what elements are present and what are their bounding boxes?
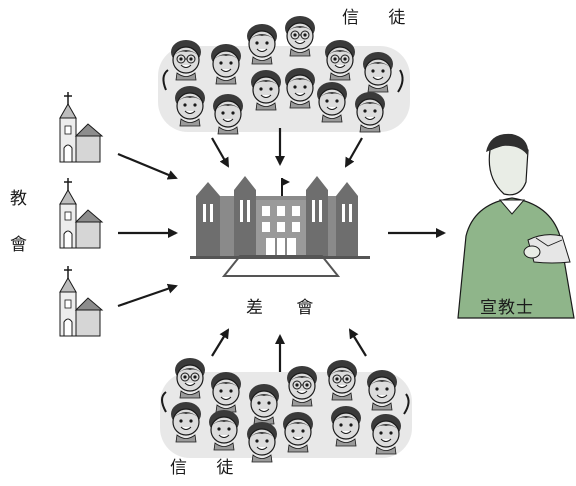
- arrow-top-right: [345, 137, 363, 168]
- churches-label: 教會: [10, 189, 27, 255]
- flow-arrows: [117, 128, 446, 372]
- church-icon-1: [59, 91, 103, 163]
- arrow-bottom-left: [211, 328, 230, 357]
- arrow-church1-to-board: [117, 152, 178, 180]
- church-icon-2: [59, 177, 103, 249]
- missionary-figure: [457, 133, 575, 319]
- arrow-top-left: [211, 137, 229, 168]
- believers-label-top: 信 徒: [342, 8, 418, 28]
- believers-crowd-bottom: [160, 358, 412, 463]
- mission-board-label: 差 會: [246, 298, 328, 318]
- arrow-bottom-right: [348, 328, 367, 357]
- believers-crowd-top: [158, 16, 410, 135]
- believers-label-bottom: 信 徒: [170, 458, 246, 478]
- missionary-label: 宣教士: [480, 298, 534, 318]
- arrow-church3-to-board: [117, 283, 178, 308]
- church-icon-3: [59, 265, 103, 337]
- mission-board-building-icon: [190, 176, 370, 277]
